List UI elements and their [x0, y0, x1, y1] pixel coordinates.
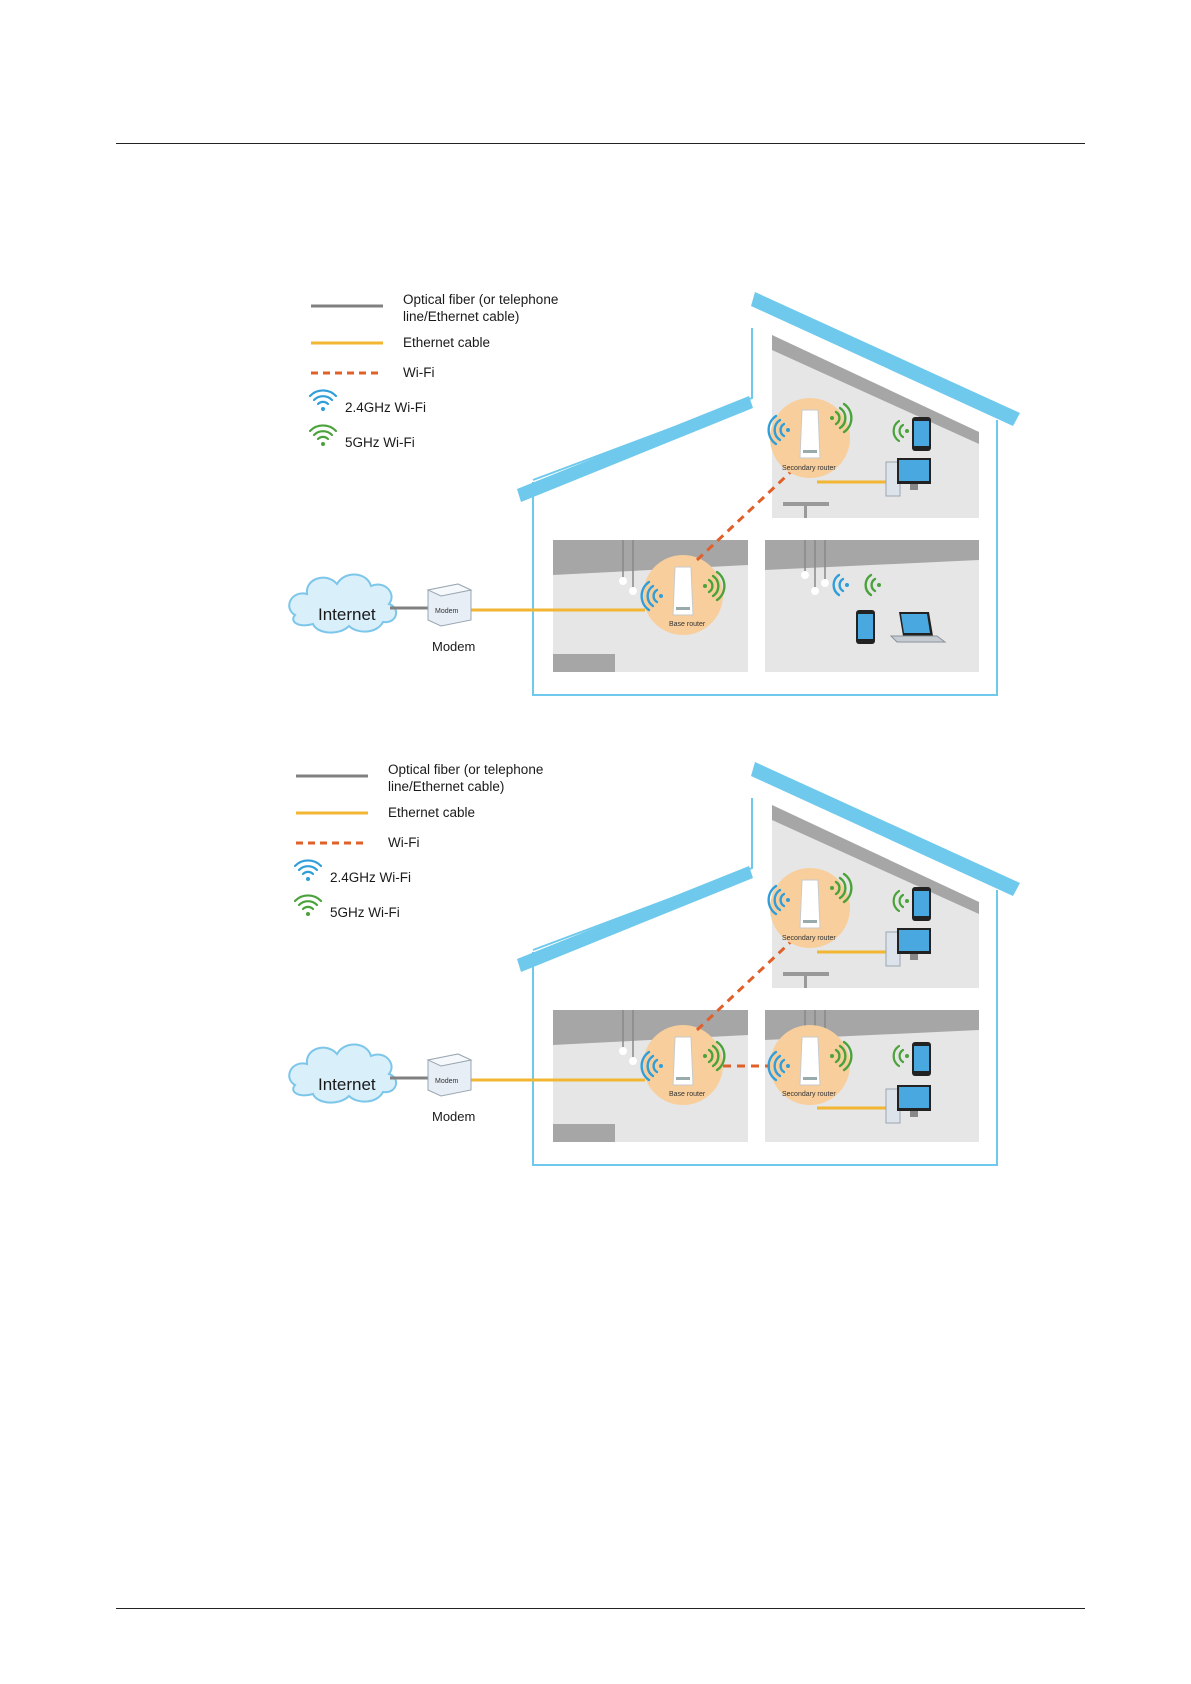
modem-device: Modem [426, 583, 473, 627]
legend-wifi-5-label: 5GHz Wi-Fi [330, 905, 400, 920]
upper-phone-icon [912, 887, 931, 921]
legend-ethernet-label: Ethernet cable [388, 805, 475, 820]
legend-fiber-label-cont: line/Ethernet cable) [403, 309, 519, 324]
modem-caption: Modem [432, 1109, 475, 1124]
lower-right-room [765, 540, 979, 672]
upper-phone-wifi-5-icon [892, 889, 909, 913]
internet-label: Internet [318, 605, 376, 624]
network-diagram-base-and-one-secondary: Optical fiber (or telephone line/Etherne… [285, 290, 1025, 710]
upper-secondary-wifi-5-icon [830, 872, 853, 904]
house-outline [532, 798, 998, 1166]
upper-secondary-wifi-24-icon [767, 884, 790, 916]
modem-device: Modem [426, 1053, 473, 1097]
lower-room-phone-icon [856, 610, 875, 644]
base-router [672, 566, 694, 616]
secondary-wifi-5-icon [830, 402, 853, 434]
upper-desktop-pc-icon [885, 458, 931, 497]
house-outline [532, 328, 998, 696]
internet-cloud [288, 1043, 398, 1104]
base-wifi-24-icon [640, 580, 663, 612]
lower-room-wifi-5-icon [864, 573, 881, 597]
upper-roof [751, 762, 1020, 896]
lower-roof [517, 396, 753, 502]
upper-desktop-pc-icon [885, 928, 931, 967]
base-router [672, 1036, 694, 1086]
lower-room-laptop-icon [889, 612, 947, 643]
legend-fiber-label: Optical fiber (or telephone [403, 292, 558, 307]
legend-fiber-label-cont: line/Ethernet cable) [388, 779, 504, 794]
secondary-router-label: Secondary router [782, 465, 836, 472]
upper-secondary-router-label: Secondary router [782, 935, 836, 942]
legend-wifi-5-label: 5GHz Wi-Fi [345, 435, 415, 450]
upper-phone-icon [912, 417, 931, 451]
lower-desktop-pc-icon [885, 1085, 931, 1124]
base-wifi-5-icon [703, 1040, 726, 1072]
legend-wifi-24-icon [293, 859, 323, 881]
lower-secondary-wifi-24-icon [767, 1050, 790, 1082]
legend-ethernet-label: Ethernet cable [403, 335, 490, 350]
modem-caption: Modem [432, 639, 475, 654]
legend-wifi-5-icon [293, 894, 323, 916]
base-wifi-5-icon [703, 570, 726, 602]
legend: Optical fiber (or telephone line/Etherne… [293, 762, 543, 920]
wifi-link-base-to-upper-secondary [695, 934, 799, 1032]
legend-wifi-24-icon [308, 389, 338, 411]
lower-secondary-router [799, 1036, 821, 1086]
modem-device-label: Modem [435, 608, 459, 615]
secondary-wifi-24-icon [767, 414, 790, 446]
base-wifi-24-icon [640, 1050, 663, 1082]
legend-wifi-24-label: 2.4GHz Wi-Fi [345, 400, 426, 415]
upper-phone-wifi-5-icon [892, 419, 909, 443]
legend-fiber-label: Optical fiber (or telephone [388, 762, 543, 777]
lower-room-wifi-24-icon [832, 573, 849, 597]
lower-secondary-wifi-5-icon [830, 1040, 853, 1072]
base-router-label: Base router [669, 1091, 706, 1098]
legend-wifi-24-label: 2.4GHz Wi-Fi [330, 870, 411, 885]
upper-roof [751, 292, 1020, 426]
legend-wifi-5-icon [308, 424, 338, 446]
secondary-router [799, 409, 821, 459]
lower-phone-wifi-5-icon [892, 1044, 909, 1068]
footer-rule [116, 1608, 1085, 1609]
legend-wifi-label: Wi-Fi [388, 835, 419, 850]
lower-phone-icon [912, 1042, 931, 1076]
wifi-link-base-to-secondary [695, 464, 799, 562]
internet-cloud [288, 573, 398, 634]
modem-device-label: Modem [435, 1078, 459, 1085]
legend-wifi-label: Wi-Fi [403, 365, 434, 380]
upper-secondary-router [799, 879, 821, 929]
internet-label: Internet [318, 1075, 376, 1094]
lower-secondary-router-label: Secondary router [782, 1091, 836, 1098]
network-diagram-base-and-two-secondaries: Optical fiber (or telephone line/Etherne… [285, 760, 1025, 1180]
legend: Optical fiber (or telephone line/Etherne… [308, 292, 558, 450]
lower-roof [517, 866, 753, 972]
header-rule [116, 143, 1085, 144]
base-router-label: Base router [669, 621, 706, 628]
